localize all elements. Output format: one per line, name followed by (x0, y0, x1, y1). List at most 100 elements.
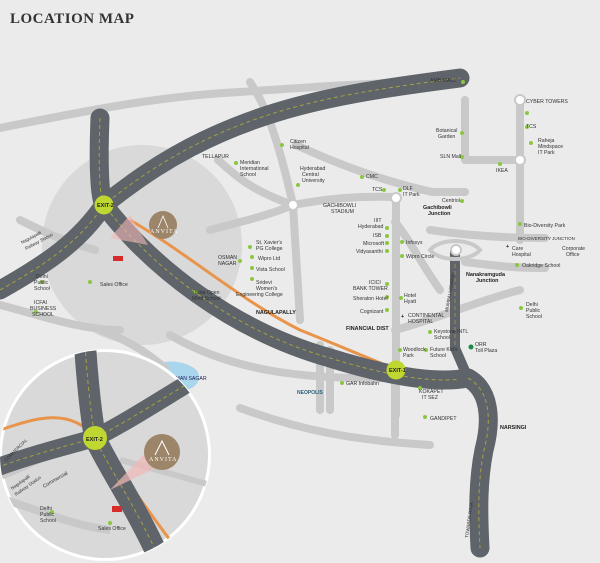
label-gachibowli-jn-2: Junction (428, 211, 450, 217)
label-tellapur: TELLAPUR (202, 154, 229, 160)
label-hospital: Hospital (290, 145, 309, 151)
label-botanical: Botanical (436, 128, 457, 134)
anvita-marker (149, 211, 177, 239)
label-icici-1: ICICI (369, 280, 381, 286)
lake-label: OSMAN SAGAR (168, 376, 207, 382)
label-biodiversity: Bio-Diversity Park (524, 223, 566, 229)
label-osman-nagar: OSMAN (218, 255, 237, 261)
label-gachibowli-jn: Gachibowli (423, 205, 452, 211)
label-raheja: Raheja (538, 138, 555, 144)
label-sheraton: Sheraton Hotel (353, 296, 388, 302)
care-hospital-icon: + (506, 244, 509, 250)
roundabouts (287, 94, 526, 256)
label-gar: GAR Infobahn (346, 381, 379, 387)
label-dps-east-3: School (526, 314, 542, 320)
label-sales-office: Sales Office (100, 282, 128, 288)
label-birla-1: Birla Open (195, 290, 220, 296)
label-citizen: Citizen (290, 139, 306, 145)
label-office: Office (566, 252, 580, 258)
label-cmc: CMC (366, 174, 378, 180)
label-dps-west-1: Delhi (36, 274, 48, 280)
label-it-park: IT Park (538, 150, 555, 156)
inset-label-dps-2: Public (40, 512, 55, 518)
label-sridevi-2: Women's (256, 286, 278, 292)
label-future-1: Future Kid's (430, 347, 458, 353)
label-hcu-3: University (302, 178, 325, 184)
label-dlf-2: IT Park (403, 192, 420, 198)
label-meridian-1: Meridian (240, 160, 260, 166)
inset-zoom: EXIT-2 ANVITA Delhi Public School Sales … (0, 349, 211, 561)
label-keystone-2: School (434, 335, 450, 341)
label-centriol: Centriol (442, 198, 460, 204)
label-nanakramguda: Nanakramguda (466, 272, 506, 278)
label-xavier-1: St. Xavier's (256, 240, 282, 246)
hospital-cross-icon: + (401, 314, 404, 320)
exit2-label: EXIT-2 (97, 203, 114, 209)
label-wipro-circle: Wipro Circle (406, 254, 434, 260)
label-icfai-2: BUSINESS (30, 306, 57, 312)
access-route (129, 218, 399, 372)
anvita-brand: ANVITA (150, 229, 179, 235)
label-it-sez: IT SEZ (422, 395, 438, 401)
label-woodlock-1: Woodlock (403, 347, 426, 353)
label-tcs: TCS (526, 124, 537, 130)
inset-exit2-label: EXIT-2 (86, 437, 103, 443)
inset-anvita-brand: ANVITA (149, 457, 178, 463)
label-cognizant: Cognizant (360, 309, 384, 315)
label-gandipet: GANDIPET (430, 416, 457, 422)
toll-plaza-dot (468, 344, 474, 350)
label-bio-junction: BIO-DIVERSITY JUNCTION (518, 236, 575, 241)
label-sridevi-1: Sridevi (256, 280, 272, 286)
exit1-label: EXIT-1 (389, 368, 406, 374)
label-iiit: IIIT (374, 218, 382, 224)
label-osman-nagar-2: NAGAR (218, 261, 237, 267)
label-financial: FINANCIAL DIST (346, 326, 389, 332)
label-towards-roja: TOWARDS ROJA (464, 502, 474, 538)
label-ikea: IKEA (496, 168, 508, 174)
poi-dots (34, 80, 533, 419)
label-corporate: Corporate (562, 246, 585, 252)
label-woodlock-2: Park (403, 353, 414, 359)
label-hyatt-1: Hotel (404, 293, 416, 299)
label-vidyasanthi: Vidyasanthi (356, 249, 383, 255)
exit2-marker (94, 195, 114, 215)
label-continental-2: HOSPITAL (408, 319, 433, 325)
inset-label-sales-office: Sales Office (98, 526, 126, 532)
label-icfai-3: SCHOOL (32, 312, 54, 318)
label-dps-east-2: Public (526, 308, 541, 314)
label-vista: Vista School (256, 267, 285, 273)
label-hcu-1: Hyderabad (300, 166, 325, 172)
label-dps-east-1: Delhi (526, 302, 538, 308)
anvita-logo-icon (157, 214, 169, 229)
label-wipro-ltd: Wipro Ltd (258, 256, 280, 262)
label-mindspace: Mindspace (538, 144, 563, 150)
inset-label-dps-1: Delhi (40, 506, 52, 512)
label-hcu-2: Central (302, 172, 319, 178)
label-infosys: Infosys (406, 240, 423, 246)
label-garden: Garden (438, 134, 455, 140)
label-iiit-hyd: Hyderabad (358, 224, 383, 230)
inset-label-dps-3: School (40, 518, 56, 524)
label-care: Care (512, 246, 523, 252)
label-kokapet: KOKAPET (419, 389, 444, 395)
label-neopolis: NEOPOLIS (297, 390, 324, 396)
label-narsingi: NARSINGI (500, 425, 527, 431)
label-oakridge: Oakridge School (522, 263, 560, 269)
label-care-hospital: Hospital (512, 252, 531, 258)
label-meridian-2: International (240, 166, 269, 172)
label-nanakramguda-jn: Junction (476, 278, 498, 284)
label-icfai-1: ICFAI (34, 300, 47, 306)
label-tcs-2: TCS (372, 187, 383, 193)
label-mumbai-highway: MUMBAI HIGHWAY (444, 272, 456, 313)
label-future-2: School (430, 353, 446, 359)
label-amb-mall: AMB MALL (430, 78, 456, 84)
label-orr-2: Toll Plaza (475, 348, 497, 354)
label-sln-mall: SLN Mall (440, 154, 461, 160)
label-meridian-3: School (240, 172, 256, 178)
label-isb: ISB (373, 233, 382, 239)
label-icici-2: BANK TOWER (353, 286, 388, 292)
label-birla-2: Mind School (192, 296, 221, 302)
label-dps-west-3: School (34, 286, 50, 292)
label-cyber-towers: CYBER TOWERS (526, 99, 568, 105)
